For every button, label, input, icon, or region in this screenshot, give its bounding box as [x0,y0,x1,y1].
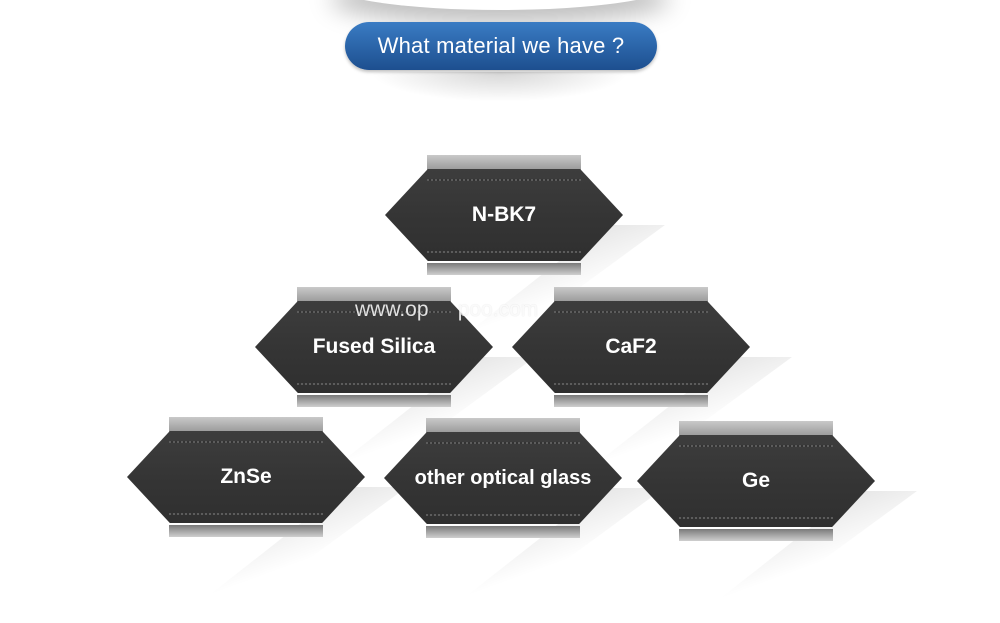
top-shadow-decoration [330,0,670,10]
material-label: CaF2 [605,335,657,358]
material-tile-other-optical-glass: other optical glass [384,418,664,598]
page-title: What material we have ? [377,33,625,58]
material-tile-n-bk7: N-BK7 [385,155,665,335]
material-tile-znse: ZnSe [127,417,407,597]
material-label: Fused Silica [312,335,436,358]
material-label: N-BK7 [471,203,537,226]
material-label: Ge [741,469,770,492]
material-tile-caf2: CaF2 [512,287,792,467]
material-label: ZnSe [220,465,272,488]
material-tile-ge: Ge [637,421,917,601]
title-banner-shadow [370,72,630,102]
material-label: other optical glass [414,466,592,489]
title-banner: What material we have ? [345,22,657,70]
watermark: www.op poo.com [355,298,539,321]
